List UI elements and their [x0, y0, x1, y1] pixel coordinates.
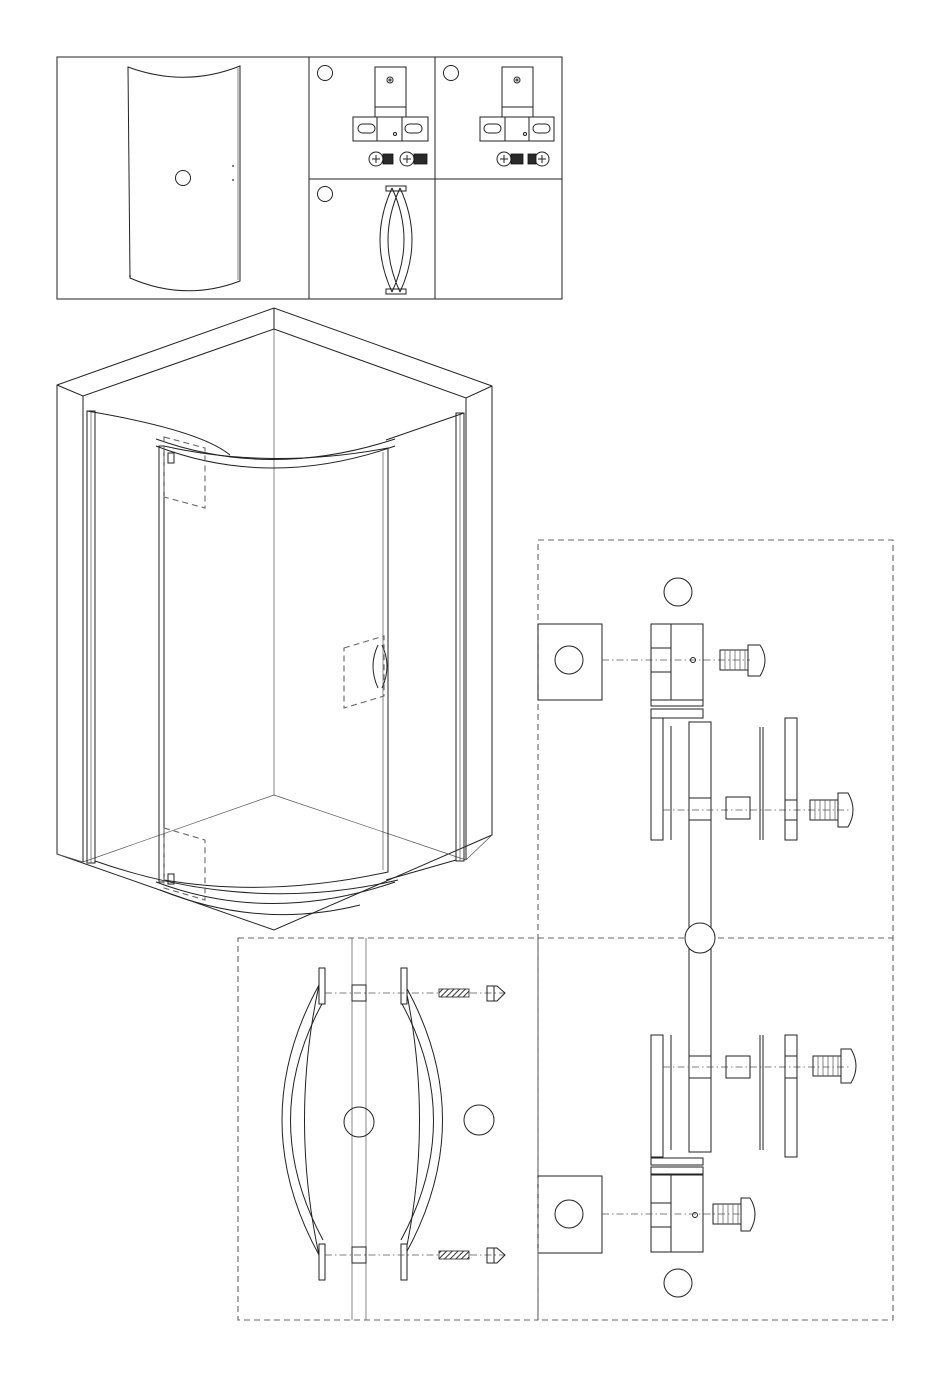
- screw-icon: [400, 152, 427, 166]
- callout-circle: [318, 187, 333, 202]
- hinge-detail-marker-bottom: [164, 828, 205, 900]
- hinge-set-part-b: [444, 66, 555, 167]
- hinge-detail: [538, 540, 893, 1320]
- screw-icon: [810, 793, 853, 827]
- callout-circle: [664, 1269, 692, 1297]
- set-screw-bottom: [439, 1251, 469, 1259]
- screw-icon: [497, 152, 523, 166]
- callout-circle: [444, 66, 459, 81]
- callout-circle: [685, 923, 715, 953]
- wall-plate-top: [538, 624, 602, 700]
- hinge-detail-frame: [538, 540, 893, 1320]
- screw-icon: [813, 1049, 856, 1083]
- callout-circle: [176, 171, 191, 186]
- callout-circle: [318, 66, 333, 81]
- screw-icon: [369, 152, 393, 166]
- end-cap-bottom: [487, 1248, 505, 1263]
- callout-circle: [344, 1107, 374, 1137]
- handle-detail: [238, 938, 538, 1320]
- wall-plate-bottom: [538, 1176, 602, 1253]
- end-cap-top: [487, 986, 505, 1001]
- set-screw-top: [439, 989, 469, 997]
- handle-part: [318, 186, 413, 294]
- screw-icon: [720, 645, 765, 676]
- screw-icon: [528, 152, 549, 166]
- glass-panel-part: [128, 66, 240, 291]
- callout-circle: [464, 1105, 494, 1135]
- parts-panel: [57, 57, 562, 299]
- shower-enclosure-view: [57, 308, 492, 930]
- handle-detail-marker: [344, 636, 384, 708]
- screw-icon: [713, 1198, 755, 1231]
- hinge-set-part-a: [318, 66, 429, 167]
- callout-circle: [664, 578, 692, 606]
